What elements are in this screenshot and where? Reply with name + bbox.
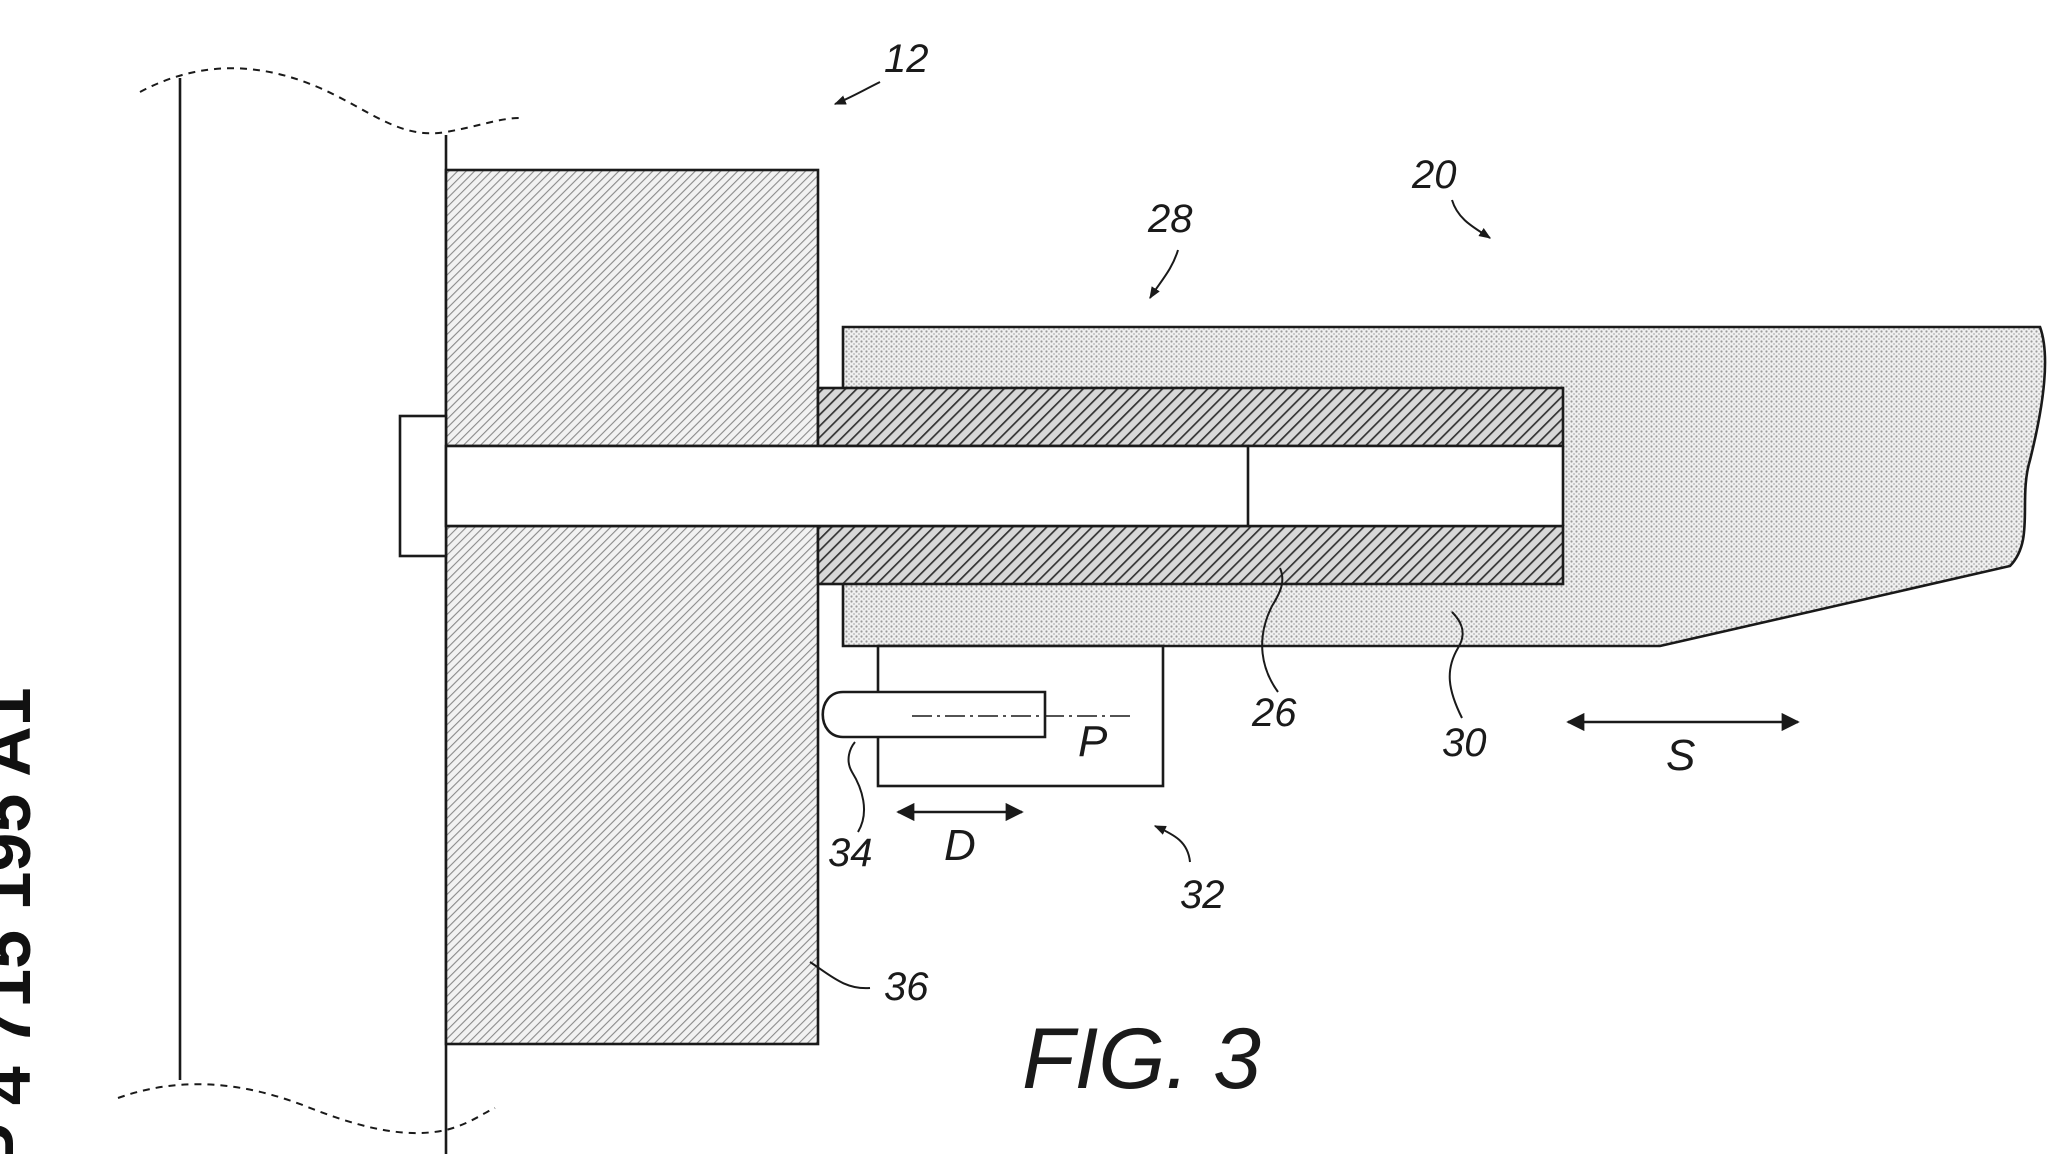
ref-26: 26	[1251, 691, 1297, 735]
ref-20: 20	[1411, 153, 1457, 197]
ref-34: 34	[828, 831, 873, 875]
ref-32: 32	[1180, 873, 1225, 917]
ref-28: 28	[1147, 197, 1193, 241]
symbol-s: S	[1666, 731, 1695, 780]
symbol-d: D	[944, 821, 976, 870]
leader-32	[1155, 826, 1190, 862]
block-36-upper	[446, 170, 818, 446]
ref-30: 30	[1442, 721, 1487, 765]
shaft-body	[446, 446, 1248, 526]
symbol-p: P	[1078, 717, 1108, 766]
sleeve-26-lower	[818, 526, 1563, 584]
shaft-head	[400, 416, 446, 556]
pin-34	[823, 692, 1045, 737]
side-patent-number: P 4 715 195 A1	[0, 687, 45, 1154]
ref-12: 12	[884, 37, 929, 81]
leader-28	[1150, 250, 1178, 298]
leader-12	[835, 82, 880, 104]
sleeve-26-upper	[818, 388, 1563, 446]
leader-34	[849, 742, 864, 832]
wall-break-top	[140, 68, 520, 133]
figure-caption: FIG. 3	[1022, 1011, 1261, 1107]
wall-break-bottom	[118, 1084, 495, 1133]
block-36-lower	[446, 526, 818, 1044]
leader-20	[1452, 200, 1490, 238]
ref-36: 36	[884, 965, 929, 1009]
